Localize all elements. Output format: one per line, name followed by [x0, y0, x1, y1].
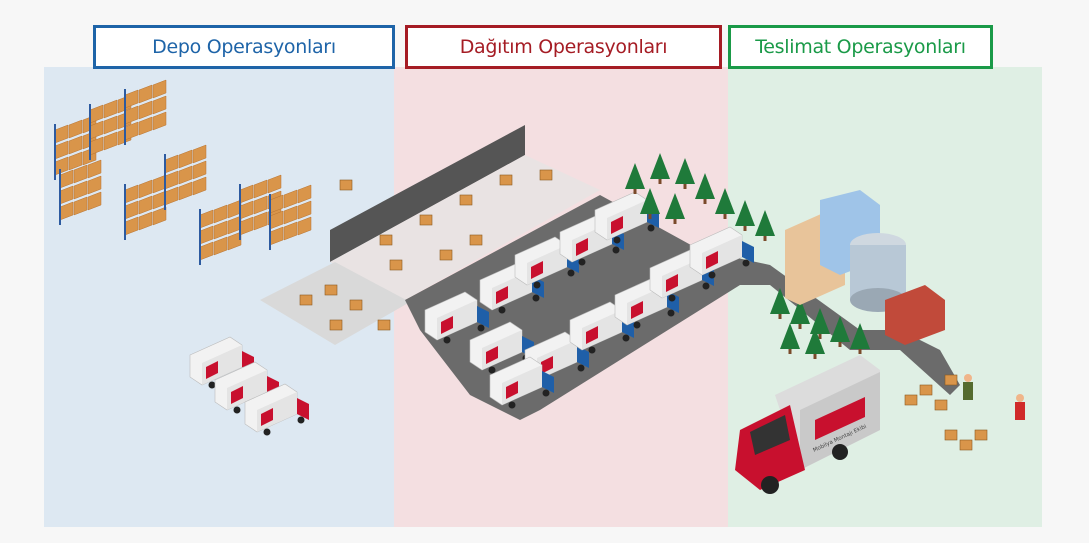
parcel-box — [499, 174, 513, 186]
tree-icon — [770, 288, 790, 319]
parcel-box — [539, 169, 553, 181]
parcel-box — [419, 214, 433, 226]
worker-icon — [963, 374, 973, 400]
tree-icon — [735, 200, 755, 231]
parcel-box — [299, 294, 313, 306]
truck — [244, 383, 309, 436]
parcel-box — [379, 234, 393, 246]
parcel-box — [439, 249, 453, 261]
parcel-box — [459, 194, 473, 206]
shelf-rack — [269, 184, 312, 250]
tree-icon — [715, 188, 735, 219]
shelf-rack — [124, 79, 167, 145]
parcel-box — [974, 429, 988, 441]
parcel-box — [377, 319, 391, 331]
tree-icon — [805, 328, 825, 359]
tree-icon — [625, 163, 645, 194]
shelf-rack — [164, 144, 207, 210]
parcel-box — [944, 429, 958, 441]
truck — [189, 336, 254, 389]
parcel-box — [919, 384, 933, 396]
header-label: Teslimat Operasyonları — [755, 36, 966, 58]
warehouse-wall — [330, 125, 525, 262]
shelf-rack — [124, 174, 167, 240]
tree-icon — [675, 158, 695, 189]
truck — [489, 356, 554, 409]
worker-icon — [1015, 394, 1025, 420]
truck — [569, 301, 634, 354]
parcel-box — [324, 284, 338, 296]
header-label: Depo Operasyonları — [152, 36, 336, 58]
tree-icon — [665, 193, 685, 224]
parcel-box — [389, 259, 403, 271]
header-label: Dağıtım Operasyonları — [459, 36, 668, 58]
tree-icon — [830, 316, 850, 347]
truck — [469, 321, 534, 374]
tree-icon — [780, 323, 800, 354]
parcel-box — [959, 439, 973, 451]
shelf-rack — [199, 199, 242, 265]
header-delivery-operations: Teslimat Operasyonları — [728, 25, 993, 69]
parcel-box — [349, 299, 363, 311]
tree-icon — [640, 188, 660, 219]
truck — [424, 291, 489, 344]
truck — [689, 226, 754, 279]
parcel-box — [944, 374, 958, 386]
tree-icon — [695, 173, 715, 204]
delivery-van: Mobilya Montajı Ekibi — [735, 355, 880, 494]
parcel-box — [469, 234, 483, 246]
parcel-box — [934, 399, 948, 411]
truck — [594, 191, 659, 244]
tree-icon — [850, 323, 870, 354]
tree-icon — [810, 308, 830, 339]
truck — [514, 236, 579, 289]
loading-dock — [260, 262, 410, 345]
tree-icon — [755, 210, 775, 241]
tree-icon — [790, 298, 810, 329]
header-distribution-operations: Dağıtım Operasyonları — [405, 25, 722, 69]
parcel-box — [339, 179, 353, 191]
shelf-rack — [59, 159, 102, 225]
parcel-box — [904, 394, 918, 406]
parcel-box — [329, 319, 343, 331]
header-warehouse-operations: Depo Operasyonları — [93, 25, 395, 69]
building-apartments — [785, 190, 945, 345]
tree-icon — [650, 153, 670, 184]
